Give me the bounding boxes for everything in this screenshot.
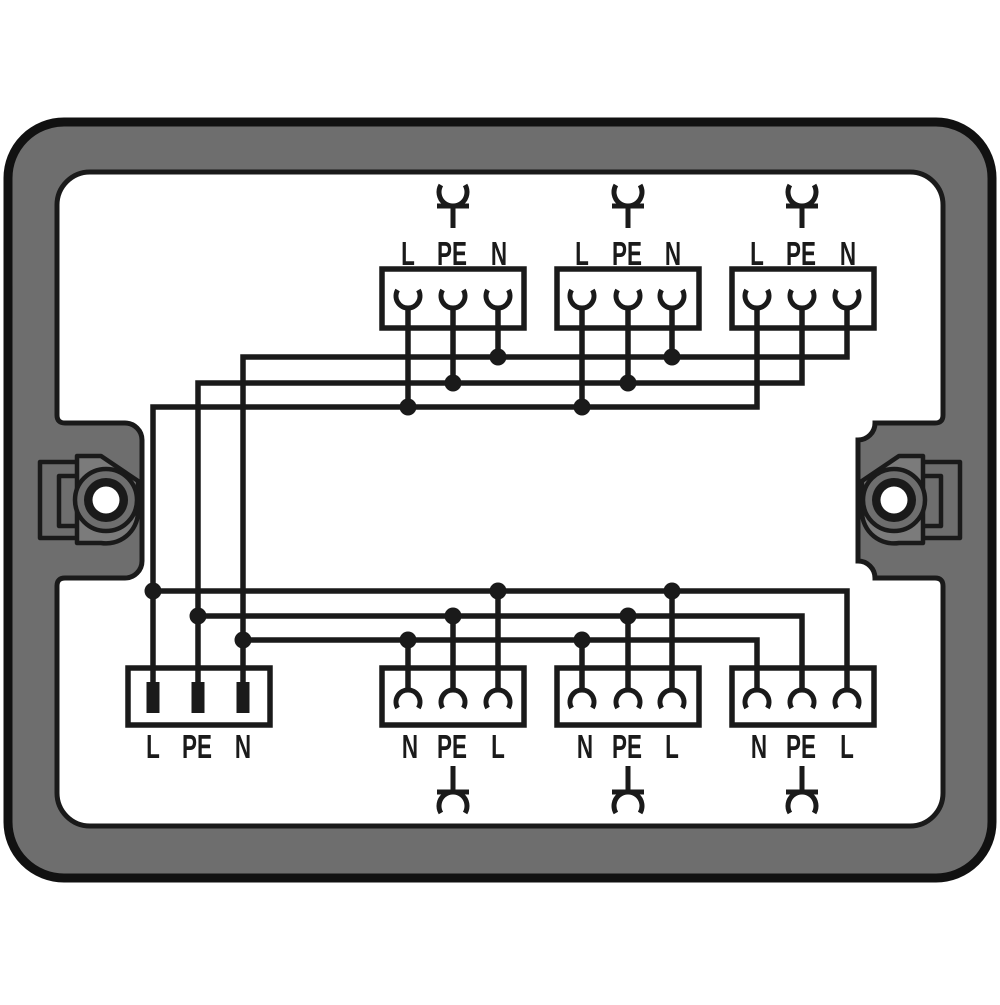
terminal-label: PE <box>786 235 816 272</box>
terminal-label: L <box>840 728 854 765</box>
conductor-l <box>150 308 850 690</box>
supply-pin <box>191 682 205 713</box>
terminal-label: N <box>491 235 507 272</box>
terminal-label: L <box>491 728 505 765</box>
terminal-label: N <box>235 728 251 765</box>
terminal-label: N <box>402 728 418 765</box>
terminal-label: PE <box>437 728 467 765</box>
junction-dot <box>189 607 207 625</box>
conductor-pe <box>195 308 805 690</box>
terminal-label: L <box>401 235 415 272</box>
junction-dot <box>444 607 462 625</box>
supply-pin <box>236 682 250 713</box>
junction-dot <box>489 348 507 366</box>
junction-dot <box>619 607 637 625</box>
terminal-label: PE <box>612 728 642 765</box>
junction-dots <box>144 348 681 649</box>
junction-dot <box>234 631 252 649</box>
junction-dot <box>619 374 637 392</box>
terminal-label: N <box>665 235 681 272</box>
junction-dot <box>489 582 507 600</box>
terminal-label: PE <box>786 728 816 765</box>
junction-dot <box>399 398 417 416</box>
junction-dot <box>399 631 417 649</box>
terminal-label: PE <box>182 728 212 765</box>
terminal-label: L <box>750 235 764 272</box>
supply-pin <box>146 682 160 713</box>
junction-dot <box>663 582 681 600</box>
terminal-label: L <box>146 728 160 765</box>
terminal-label: PE <box>437 235 467 272</box>
junction-dot <box>573 398 591 416</box>
junction-dot <box>444 374 462 392</box>
conductor-n <box>240 308 850 690</box>
terminal-label: N <box>751 728 767 765</box>
terminal-label: N <box>577 728 593 765</box>
junction-dot <box>573 631 591 649</box>
terminal-label: PE <box>612 235 642 272</box>
terminal-label: N <box>840 235 856 272</box>
terminal-label: L <box>665 728 679 765</box>
terminal-label: L <box>575 235 589 272</box>
junction-dot <box>144 582 162 600</box>
junction-dot <box>663 348 681 366</box>
housing-inner-window <box>54 169 946 829</box>
